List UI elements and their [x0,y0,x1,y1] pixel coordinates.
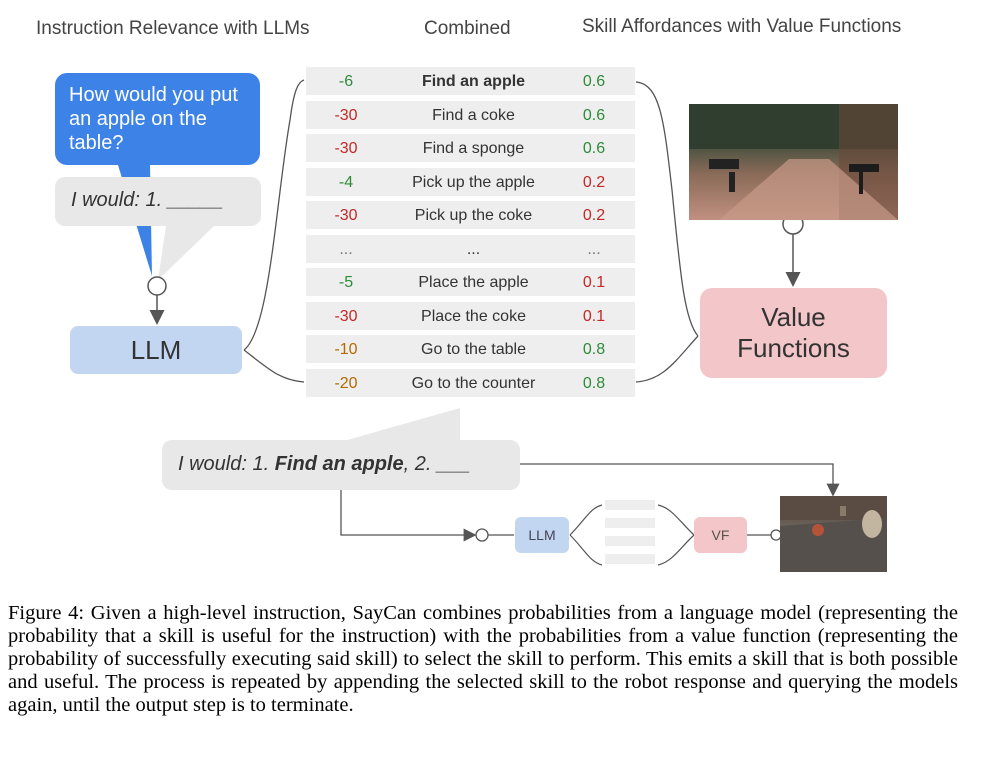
robot-photo [780,496,887,572]
mini-row [605,500,655,510]
value-functions-box: Value Functions [700,288,887,378]
prompt-bubble: I would: 1. _____ [55,177,261,226]
skill-name: Find a coke [432,106,515,124]
vf-score: ... [587,240,601,258]
header-combined: Combined [424,18,511,39]
vf-score: 0.6 [582,140,606,157]
vf-score: 0.1 [582,307,606,325]
skill-row: -5 Place the apple 0.1 [306,268,635,296]
llm-score: -30 [334,106,358,124]
vf-score: 0.1 [582,274,606,291]
response-bubble-tail [340,408,460,442]
llm-score: -10 [334,341,358,358]
llm-score: -30 [334,207,358,224]
mini-llm-box: LLM [515,517,569,553]
value-functions-label: Value Functions [737,302,850,363]
skill-row: -10 Go to the table 0.8 [306,335,635,363]
llm-score: ... [339,240,353,258]
skill-row: -20 Go to the counter 0.8 [306,368,635,397]
prompt-bubble-tail [158,226,214,280]
llm-score: -5 [338,274,354,291]
vf-score: 0.8 [582,374,606,392]
caption-text: Figure 4: Given a high-level instruction… [8,602,958,716]
response-suffix: , 2. ___ [403,453,471,475]
skill-name: Go to the counter [411,374,536,392]
skill-name: ... [466,240,481,258]
skill-row: -30 Pick up the coke 0.2 [306,201,635,229]
skill-name: Place the coke [421,307,526,325]
mini-llm-label: LLM [528,527,556,543]
llm-score: -6 [338,73,354,90]
mini-row [605,554,655,564]
figure-caption: Figure 4: Given a high-level instruction… [8,602,958,717]
query-text: How would you put an apple on the table? [69,84,238,154]
mini-row [605,536,655,546]
skill-name: Find a sponge [422,140,525,157]
input-node [147,276,167,296]
scene-photo-art [689,104,898,220]
llm-score: -30 [334,140,358,157]
vf-score: 0.6 [582,106,606,124]
header-instruction-relevance: Instruction Relevance with LLMs [36,18,310,39]
header-skill-affordances: Skill Affordances with Value Functions [582,16,902,37]
skill-name: Find an apple [421,73,526,90]
llm-score: -4 [338,173,354,191]
skill-name: Place the apple [418,274,529,291]
query-bubble: How would you put an apple on the table? [55,73,260,165]
scene-photo [689,104,898,220]
mini-row [605,518,655,528]
llm-box: LLM [70,326,242,374]
skill-row: -4 Pick up the apple 0.2 [306,167,635,196]
vf-score: 0.2 [582,173,606,191]
skill-row: ......... [306,234,635,263]
llm-score: -30 [334,307,358,325]
skill-row: -30 Find a sponge 0.6 [306,134,635,162]
mini-vf-box: VF [694,517,747,553]
response-bubble: I would: 1. Find an apple, 2. ___ [162,440,520,490]
vf-score: 0.2 [582,207,606,224]
mini-vf-label: VF [711,527,730,543]
vf-score: 0.8 [582,341,606,358]
skill-row: -30 Find a coke 0.6 [306,100,635,129]
skill-row: -6 Find an apple 0.6 [306,67,635,95]
llm-score: -20 [334,374,358,392]
vf-score: 0.6 [582,73,606,90]
skill-row: -30 Place the coke 0.1 [306,301,635,330]
skill-name: Pick up the apple [412,173,535,191]
skill-name: Pick up the coke [414,207,533,224]
prompt-text: I would: 1. _____ [71,189,224,211]
robot-photo-art [780,496,887,572]
response-selected-skill: Find an apple [274,453,404,475]
skill-name: Go to the table [421,341,526,358]
response-prefix: I would: 1. [178,453,275,475]
llm-label: LLM [130,334,182,365]
